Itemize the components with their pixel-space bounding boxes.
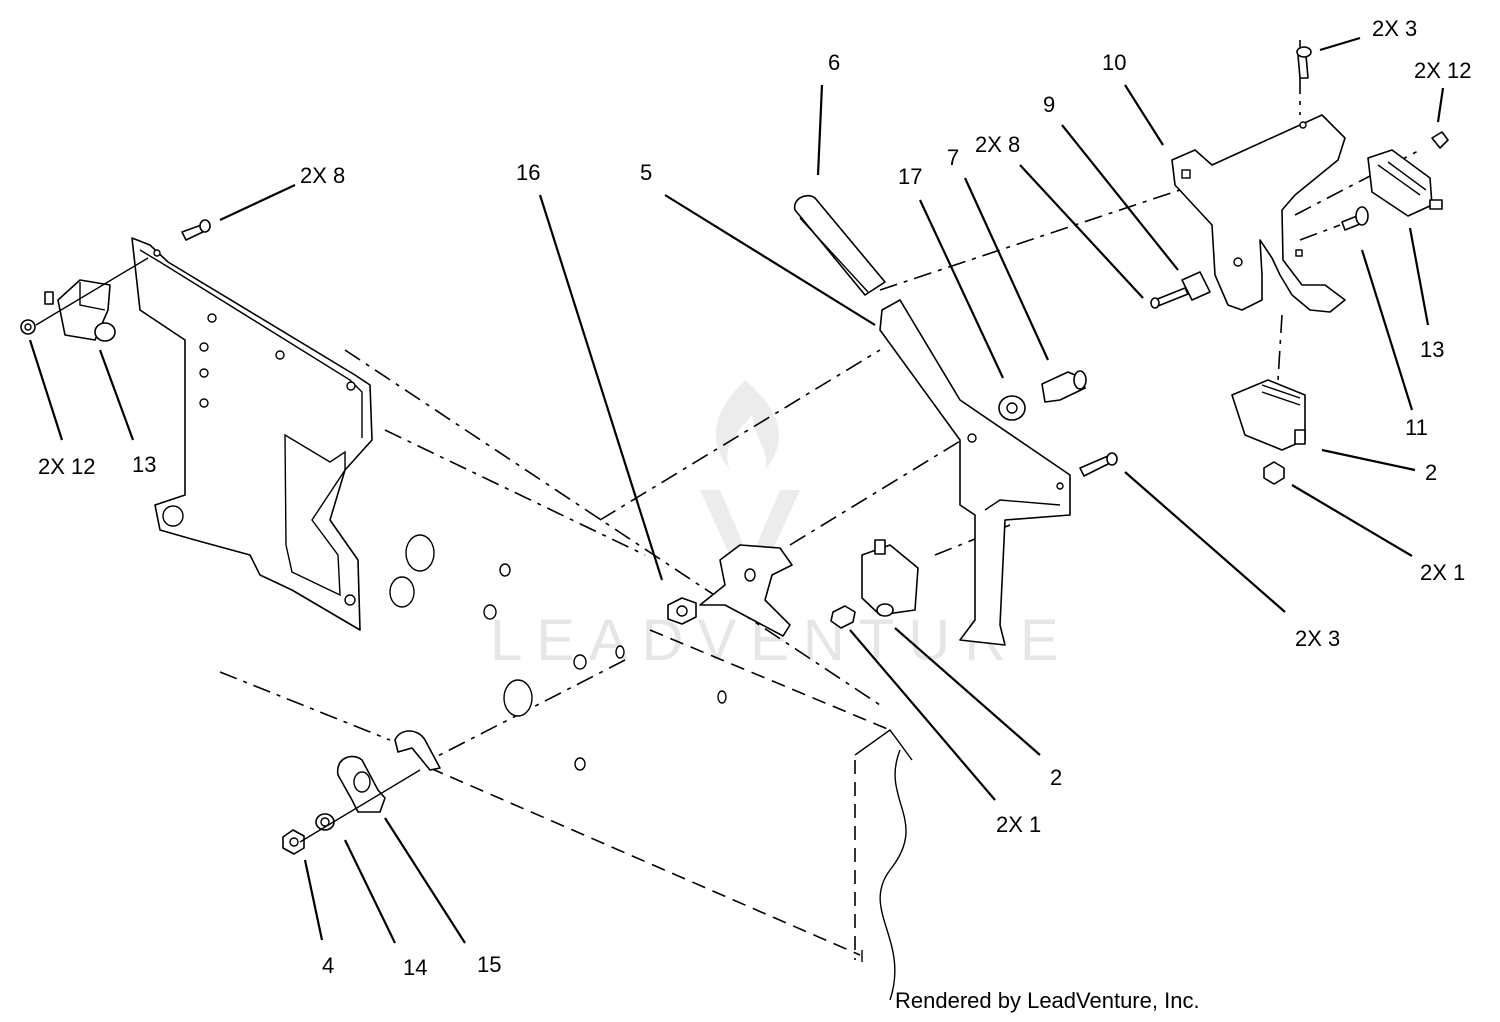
callout-2x12-right: 2X 12 <box>1414 58 1472 83</box>
frame-holes <box>389 534 727 771</box>
bracket-screw-and-clip <box>1150 271 1211 309</box>
callout-2x8-left: 2X 8 <box>300 163 345 188</box>
left-bracket-plate <box>131 237 373 631</box>
callout-13-right: 13 <box>1420 337 1444 362</box>
callout-5: 5 <box>640 160 652 185</box>
callout-6: 6 <box>828 50 840 75</box>
callout-17: 17 <box>898 164 922 189</box>
callout-2-right: 2 <box>1425 460 1437 485</box>
callout-13-left: 13 <box>132 452 156 477</box>
callout-2x1-right: 2X 1 <box>1420 560 1465 585</box>
leader-lines <box>28 36 1445 944</box>
right-bracket <box>1171 114 1346 313</box>
right-switch-top <box>1341 131 1449 231</box>
callout-labels: 6 10 2X 3 2X 12 9 2X 8 7 17 16 5 2X 8 13… <box>38 16 1472 980</box>
callout-15: 15 <box>477 952 501 977</box>
callout-2x12-left: 2X 12 <box>38 454 96 479</box>
right-switch-lower <box>1231 379 1306 485</box>
washer-and-bolt <box>998 370 1087 421</box>
watermark-v-icon <box>700 490 800 600</box>
left-screw <box>181 219 211 241</box>
middle-screw <box>1079 452 1118 477</box>
watermark-flame-icon <box>715 380 779 470</box>
callout-9: 9 <box>1043 92 1055 117</box>
callout-2x3-right: 2X 3 <box>1295 626 1340 651</box>
bottom-clamp-assembly <box>282 730 441 855</box>
callout-2x1-mid: 2X 1 <box>996 812 1041 837</box>
spring-clip <box>667 544 793 637</box>
callout-2x3-top: 2X 3 <box>1372 16 1417 41</box>
callout-7: 7 <box>947 145 959 170</box>
callout-14: 14 <box>403 955 427 980</box>
brake-lever <box>879 299 1071 646</box>
callout-2-mid: 2 <box>1050 765 1062 790</box>
callout-11: 11 <box>1405 415 1428 440</box>
left-switch <box>20 257 149 342</box>
center-switch <box>830 539 919 629</box>
render-credit: Rendered by LeadVenture, Inc. <box>895 988 1200 1013</box>
frame-cutaway <box>854 729 913 1001</box>
top-screw <box>1296 46 1312 79</box>
callout-16: 16 <box>516 160 540 185</box>
lever-grip <box>793 194 886 296</box>
callout-10: 10 <box>1102 50 1126 75</box>
callout-4: 4 <box>322 953 334 978</box>
callout-2x8-mid: 2X 8 <box>975 132 1020 157</box>
